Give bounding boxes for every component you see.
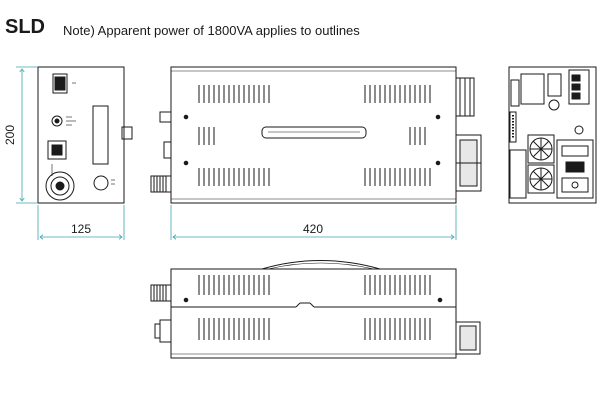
width-dimension-label: 125: [71, 222, 91, 236]
selector-switch: [47, 140, 67, 160]
rear-terminal-strip: [568, 69, 590, 105]
height-dimension-label: 200: [3, 125, 17, 145]
bottom-vents-upper: [198, 275, 431, 295]
model-title: SLD: [5, 16, 45, 38]
reset-button: [93, 175, 109, 191]
side-vents-bottom: [198, 168, 431, 186]
rear-panel-outline: [508, 66, 597, 204]
power-switch: [52, 73, 68, 94]
rear-label-plate: [520, 73, 545, 105]
outline-note: Note) Apparent power of 1800VA applies t…: [63, 23, 360, 38]
side-knob: [159, 111, 172, 123]
bottom-knob: [159, 319, 172, 343]
rear-view: [508, 66, 597, 204]
rear-fuse: [548, 99, 560, 111]
rear-db-connector: [509, 111, 517, 143]
output-connector: [45, 171, 75, 201]
side-view: [150, 66, 482, 204]
side-vents-middle: [198, 127, 426, 145]
bottom-connector: [150, 284, 172, 302]
bottom-vents-lower: [198, 318, 431, 340]
length-dimension-label: 420: [303, 222, 323, 236]
display-window: [92, 105, 109, 165]
power-switch-rocker: [54, 76, 66, 91]
top-handle-arc: [261, 260, 381, 270]
bottom-rear-housing: [455, 321, 481, 355]
front-dimensions: [16, 66, 125, 240]
rear-fan-lower: [527, 164, 555, 194]
side-vents-top: [198, 85, 431, 103]
bottom-view: [150, 260, 481, 359]
side-dimensions: [170, 205, 457, 240]
front-view: [37, 66, 133, 204]
rear-fan-upper: [527, 134, 555, 164]
bottom-panel-outline: [170, 268, 457, 359]
carry-handle: [261, 126, 367, 139]
side-connector: [150, 175, 172, 193]
adjust-knob: [51, 115, 63, 127]
side-handle: [121, 126, 133, 140]
rear-power-block: [556, 139, 594, 199]
front-panel-outline: [37, 66, 125, 204]
